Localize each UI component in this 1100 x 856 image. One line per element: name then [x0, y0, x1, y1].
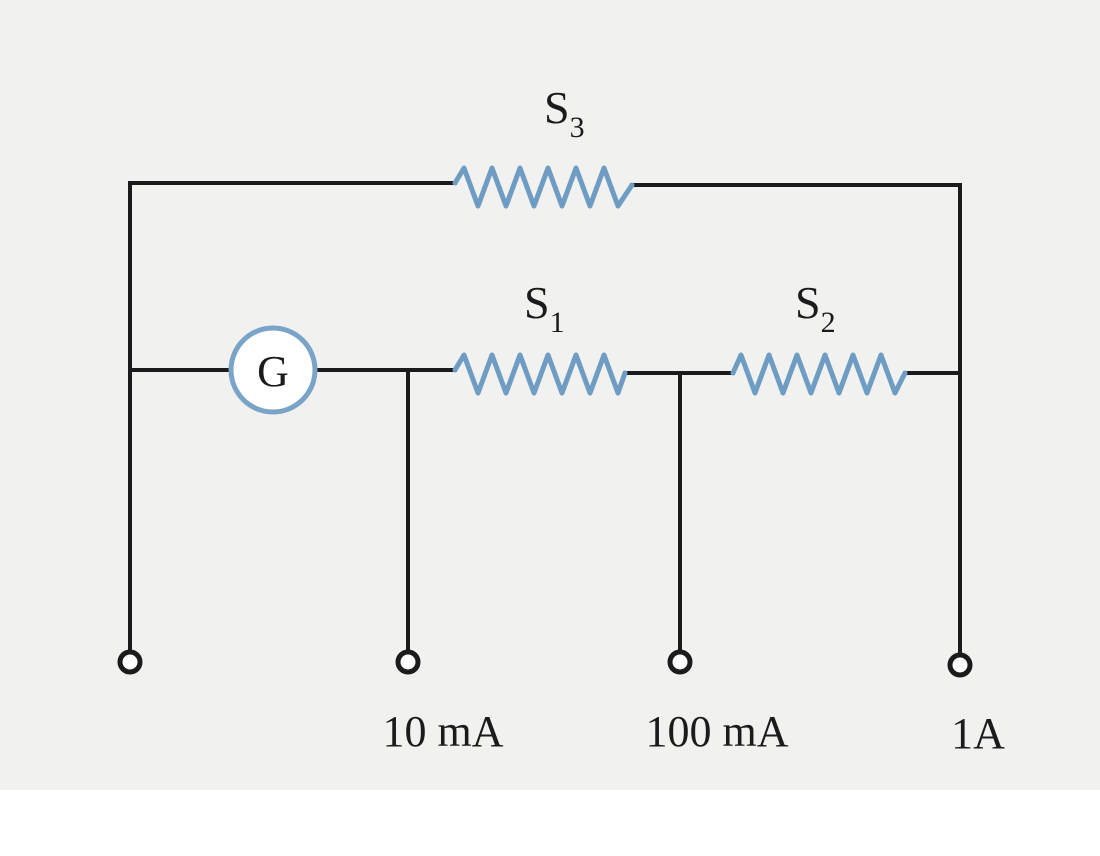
label-s3-symbol: S [544, 82, 570, 133]
label-s2-subscript: 2 [821, 306, 836, 339]
terminal-100ma[interactable] [667, 649, 693, 675]
terminal-label-100ma: 100 mA [646, 707, 789, 756]
paper-background [0, 0, 1100, 790]
galvanometer-label: G [257, 347, 289, 396]
resistor-s2 [730, 352, 908, 396]
galvanometer: G [228, 325, 318, 415]
resistor-s1 [452, 352, 628, 396]
terminal-label-10ma: 10 mA [383, 707, 504, 756]
label-s2: S2 [795, 277, 836, 339]
label-s2-symbol: S [795, 277, 821, 328]
top-wire-right [630, 183, 962, 654]
label-s1-subscript: 1 [550, 306, 565, 339]
resistor-s3 [452, 165, 635, 209]
galvanometer-ring [228, 325, 318, 415]
terminal-10ma[interactable] [395, 649, 421, 675]
terminal-common[interactable] [117, 649, 143, 675]
label-s1: S1 [524, 277, 565, 339]
wires [128, 181, 962, 654]
label-s1-symbol: S [524, 277, 550, 328]
label-s3: S3 [544, 82, 585, 144]
terminal-1a[interactable] [947, 652, 973, 678]
terminal-label-1a: 1A [951, 709, 1005, 758]
label-s3-subscript: 3 [570, 111, 585, 144]
